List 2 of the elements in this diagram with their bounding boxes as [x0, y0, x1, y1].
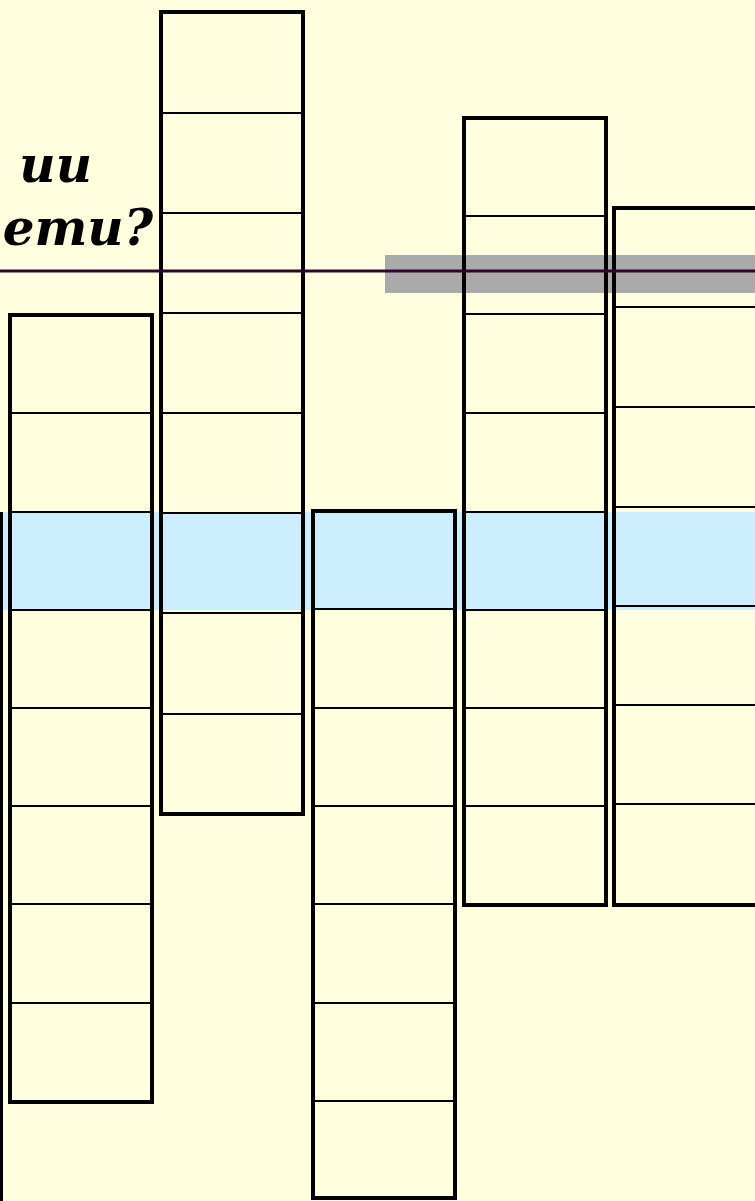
heading-text: ии	[19, 135, 92, 194]
heading-text: ети?	[2, 198, 153, 257]
